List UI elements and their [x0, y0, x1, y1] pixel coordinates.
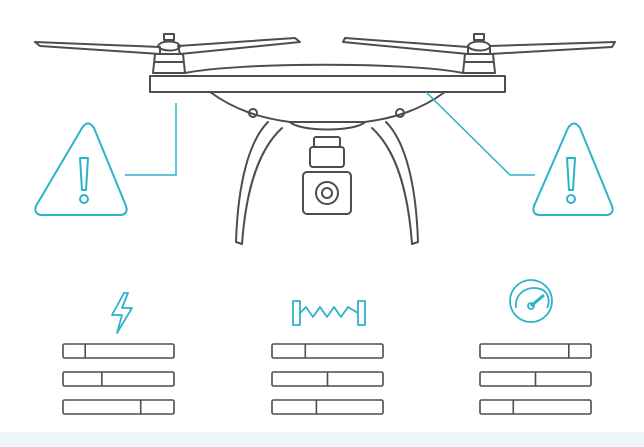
motor-right	[462, 33, 496, 74]
warning-triangle-icon	[34, 122, 128, 216]
stat-bars	[62, 343, 592, 415]
stat-bar	[62, 371, 175, 387]
metric-bar-group	[479, 343, 592, 415]
warning-triangle-icon	[532, 122, 614, 216]
leader-lines	[125, 91, 535, 176]
warning-left	[34, 122, 128, 216]
stat-bar	[479, 343, 592, 359]
exclamation-mark-icon	[79, 157, 89, 191]
bottom-band	[0, 432, 644, 447]
lightning-bolt-icon	[111, 292, 133, 334]
stat-bar	[62, 343, 175, 359]
gimbal-camera	[302, 136, 352, 215]
spring-distance-icon	[292, 300, 366, 326]
motor-left	[152, 33, 186, 74]
metric-bar-group	[62, 343, 175, 415]
stat-bar	[479, 399, 592, 415]
drone	[34, 33, 616, 245]
exclamation-dot	[566, 194, 576, 204]
right-leader-line	[425, 91, 535, 176]
landing-gear	[235, 121, 419, 245]
left-leader-line	[125, 103, 177, 176]
warning-right	[532, 122, 614, 216]
drone-frame	[149, 63, 506, 131]
exclamation-mark-icon	[566, 157, 576, 191]
stat-bar	[271, 343, 384, 359]
exclamation-dot	[79, 194, 89, 204]
speedometer-gauge-icon	[509, 279, 553, 323]
metric-bar-group	[271, 343, 384, 415]
stat-bar	[271, 399, 384, 415]
stat-bar	[62, 399, 175, 415]
